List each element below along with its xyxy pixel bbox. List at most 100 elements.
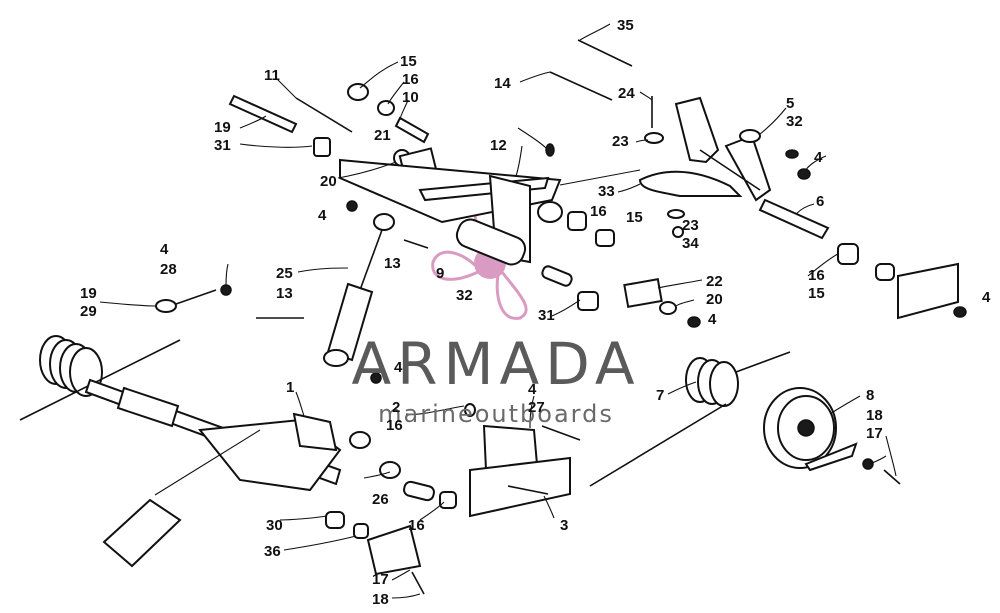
label-32b: 32 [456, 287, 473, 304]
front-arm-bracket [292, 412, 338, 452]
label-4c: 4 [708, 311, 717, 328]
bolt-3 [507, 485, 549, 495]
bushing-16-mid [567, 211, 587, 231]
callout-leaders [99, 23, 897, 599]
label-14: 14 [494, 75, 511, 92]
label-9: 9 [436, 265, 444, 282]
brand-name: ARMADA [351, 330, 640, 398]
chain-leader [154, 429, 261, 496]
cap-15-mid [595, 229, 615, 247]
label-16e: 16 [408, 517, 425, 534]
label-4: 4 [814, 149, 823, 166]
nut-32-right [785, 149, 799, 159]
label-16d: 16 [386, 417, 403, 434]
bracket-link [699, 149, 761, 191]
label-4f: 4 [394, 359, 403, 376]
shock-absorber-25 [256, 200, 429, 384]
chain-link [102, 498, 182, 568]
spring-7 [589, 351, 791, 487]
label-4e: 4 [160, 241, 169, 258]
label-5: 5 [786, 95, 794, 112]
slide-rail-3 [469, 456, 571, 518]
label-17b: 17 [372, 571, 389, 588]
brand-tagline: marineoutboards [378, 400, 614, 428]
label-22: 22 [706, 273, 723, 290]
right-bracket-assembly [638, 96, 967, 320]
bolt-27 [541, 425, 581, 441]
label-27: 27 [528, 399, 545, 416]
label-13b: 13 [276, 285, 293, 302]
spacer-6 [758, 198, 830, 240]
bushing-31-top [313, 137, 331, 157]
cap-15 [347, 83, 369, 101]
label-26: 26 [372, 491, 389, 508]
bushing-16-front [349, 431, 371, 449]
label-16c: 16 [808, 267, 825, 284]
bolt-14 [549, 71, 613, 101]
label-16b: 16 [590, 203, 607, 220]
front-tube-sleeve [116, 386, 180, 428]
label-23: 23 [612, 133, 629, 150]
label-4g: 4 [528, 381, 537, 398]
bushing-31-mid [577, 291, 599, 311]
nut-34 [672, 226, 684, 238]
label-17: 17 [866, 425, 883, 442]
bushing-16-top [377, 100, 395, 116]
bolt-11 [295, 97, 353, 133]
nut-4-mid [687, 316, 701, 328]
nut-17-right [862, 458, 874, 470]
nut-4-shock [346, 200, 358, 212]
pivot-tube-12 [455, 218, 527, 266]
label-13: 13 [384, 255, 401, 272]
label-32: 32 [786, 113, 803, 130]
spacer-26 [403, 480, 435, 502]
idler-wheel-8 [763, 387, 901, 485]
label-29: 29 [80, 303, 97, 320]
label-31: 31 [214, 137, 231, 154]
bracket-17-bottom [366, 524, 422, 576]
part-number-labels: 35 15 16 10 11 14 24 5 32 19 31 21 23 4 … [80, 17, 991, 608]
label-28: 28 [160, 261, 177, 278]
eyebolt-shank [175, 289, 217, 305]
nut-32-top [545, 143, 555, 157]
bolt-35 [577, 39, 633, 67]
leader-arrow [559, 169, 641, 186]
bracket-33 [638, 170, 743, 197]
label-25: 25 [276, 265, 293, 282]
label-36: 36 [264, 543, 281, 560]
label-15b: 15 [626, 209, 643, 226]
label-30: 30 [266, 517, 283, 534]
label-3: 3 [560, 517, 568, 534]
label-20b: 20 [706, 291, 723, 308]
label-20: 20 [320, 173, 337, 190]
label-6: 6 [816, 193, 824, 210]
washer-23-top [644, 132, 664, 144]
label-33: 33 [598, 183, 615, 200]
label-16: 16 [402, 71, 419, 88]
shock-lower-eye [323, 349, 349, 367]
nut-4-rail [953, 306, 967, 318]
label-35: 35 [617, 17, 634, 34]
wheel-bracket [804, 442, 858, 472]
label-31b: 31 [538, 307, 555, 324]
slide-rail-right [897, 262, 959, 320]
nut-4-center [464, 403, 476, 417]
eyebolt-28 [155, 299, 177, 313]
front-arm-assembly [19, 284, 581, 595]
bushing-30 [325, 511, 345, 529]
bracket-upper [674, 96, 720, 164]
washer-20-mid [659, 301, 677, 315]
label-7: 7 [656, 387, 664, 404]
spacer-36 [353, 523, 369, 539]
arm-pivot-boss [537, 201, 563, 223]
bolt-18-right [883, 469, 901, 485]
shock-body [326, 282, 374, 362]
bolt-13-upper [403, 239, 429, 249]
mid-parts [464, 265, 701, 417]
spacer-9 [541, 265, 573, 287]
bushing-front-2 [379, 461, 401, 479]
label-8: 8 [866, 387, 874, 404]
tube-19-top [228, 94, 298, 134]
